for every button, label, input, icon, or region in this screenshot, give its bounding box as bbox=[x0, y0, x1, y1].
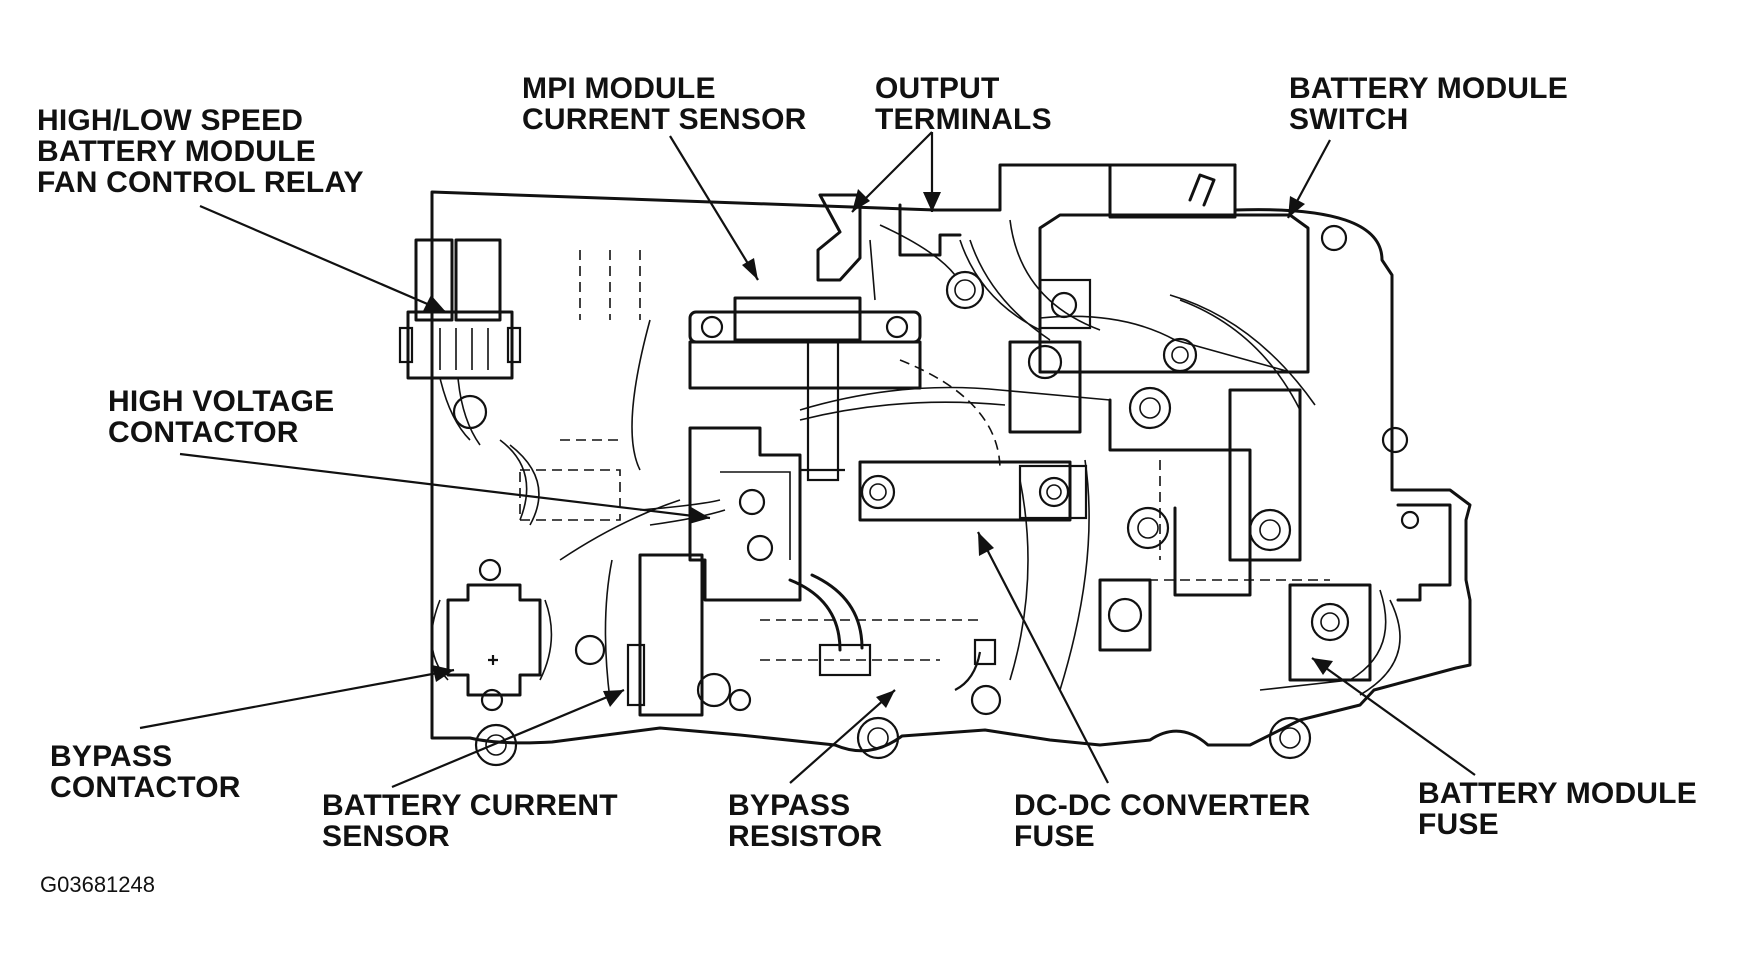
battery-module-switch bbox=[1038, 163, 1348, 411]
label-line: FUSE bbox=[1014, 820, 1095, 853]
battery-current-sensor-part bbox=[604, 553, 704, 717]
label-battery-current-sensor: BATTERY CURRENT SENSOR bbox=[322, 790, 618, 852]
label-fan-control-relay: HIGH/LOW SPEED BATTERY MODULE FAN CONTRO… bbox=[37, 105, 364, 198]
label-line: OUTPUT bbox=[875, 72, 1000, 105]
leader-bypass-resistor bbox=[789, 689, 896, 784]
figure-id: G03681248 bbox=[40, 872, 155, 897]
label-line: RESISTOR bbox=[728, 820, 883, 853]
leader-hv-contactor bbox=[179, 452, 711, 520]
label-high-voltage-contactor: HIGH VOLTAGE CONTACTOR bbox=[108, 386, 334, 448]
label-dcdc-converter-fuse: DC-DC CONVERTER FUSE bbox=[1014, 790, 1310, 852]
leader-battery-fuse bbox=[1311, 657, 1476, 776]
leader-dcdc-fuse bbox=[977, 531, 1109, 784]
high-voltage-contactor bbox=[639, 426, 845, 602]
label-line: CONTACTOR bbox=[50, 771, 241, 804]
label-line: CURRENT SENSOR bbox=[522, 103, 807, 136]
label-line: SENSOR bbox=[322, 820, 450, 853]
output-terminals-part bbox=[816, 193, 985, 310]
leader-bypass-contactor bbox=[139, 668, 455, 730]
label-line: HIGH/LOW SPEED bbox=[37, 104, 304, 137]
mpi-current-sensor bbox=[688, 296, 922, 482]
label-bypass-resistor: BYPASS RESISTOR bbox=[728, 790, 882, 852]
label-battery-module-fuse: BATTERY MODULE FUSE bbox=[1418, 778, 1697, 840]
fan-control-relay bbox=[398, 238, 522, 446]
label-bypass-contactor: BYPASS CONTACTOR bbox=[50, 741, 241, 803]
wiring bbox=[499, 219, 1111, 561]
label-line: BATTERY CURRENT bbox=[322, 789, 618, 822]
label-line: BYPASS bbox=[728, 789, 851, 822]
bypass-contactor-part bbox=[430, 558, 553, 712]
label-mpi-current-sensor: MPI MODULE CURRENT SENSOR bbox=[522, 73, 807, 135]
label-line: BATTERY MODULE bbox=[1418, 777, 1697, 810]
bypass-resistor-part bbox=[788, 573, 997, 691]
bus-bars bbox=[858, 278, 1452, 696]
leader-mpi-sensor bbox=[669, 135, 759, 281]
leader-fan-relay bbox=[199, 204, 447, 314]
label-battery-module-switch: BATTERY MODULE SWITCH bbox=[1289, 73, 1568, 135]
hidden-lines bbox=[519, 250, 1330, 661]
leader-arrowheads bbox=[423, 189, 1333, 708]
label-line: DC-DC CONVERTER bbox=[1014, 789, 1311, 822]
leader-battery-current-sensor bbox=[391, 688, 625, 789]
label-line: FAN CONTROL RELAY bbox=[37, 166, 364, 199]
label-line: MPI MODULE bbox=[522, 72, 716, 105]
label-line: TERMINALS bbox=[875, 103, 1052, 136]
label-line: BATTERY MODULE bbox=[37, 135, 316, 168]
label-line: BYPASS bbox=[50, 740, 173, 773]
label-line: SWITCH bbox=[1289, 103, 1409, 136]
board-outline bbox=[430, 163, 1472, 753]
label-output-terminals: OUTPUT TERMINALS bbox=[875, 73, 1052, 135]
mounting-bosses bbox=[452, 394, 1312, 767]
label-line: BATTERY MODULE bbox=[1289, 72, 1568, 105]
label-line: HIGH VOLTAGE bbox=[108, 385, 335, 418]
label-line: FUSE bbox=[1418, 808, 1499, 841]
label-line: CONTACTOR bbox=[108, 416, 299, 449]
